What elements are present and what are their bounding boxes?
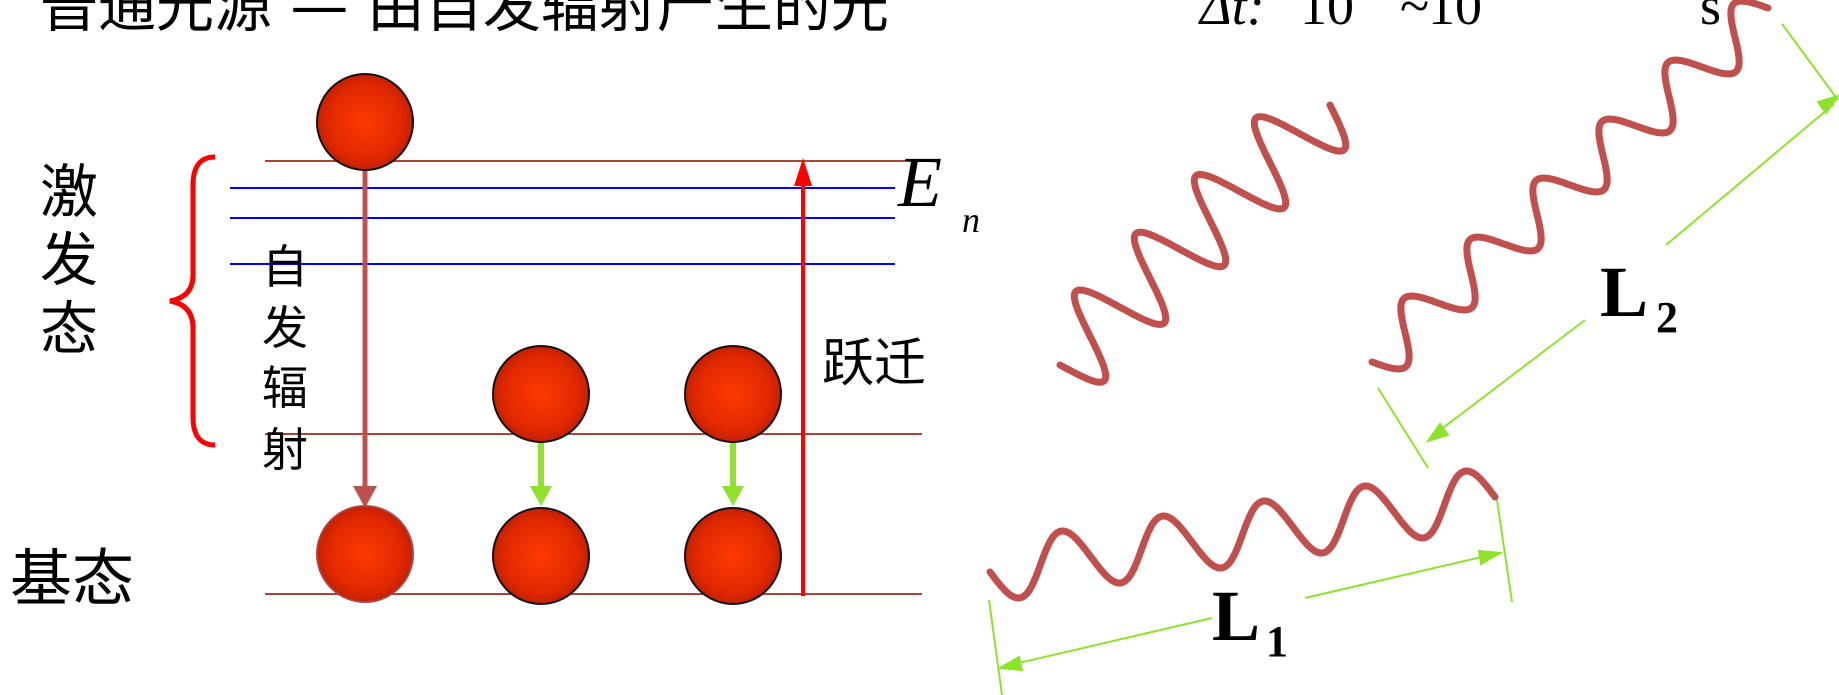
- wave-packet-short: [1056, 101, 1350, 386]
- wave-packet-l2: [1368, 0, 1772, 373]
- l2-subscript: 2: [1656, 293, 1678, 342]
- spont-char-2: 发: [262, 301, 308, 355]
- spont-char-3: 辐: [262, 361, 308, 415]
- excited-state-label: 激 发 态: [40, 158, 98, 363]
- wave-packets: [986, 0, 1772, 602]
- header-title: 普通光源 — 由自发辐射产生的光: [40, 0, 889, 40]
- energy-symbol: E: [897, 142, 942, 222]
- excited-brace: [169, 154, 216, 448]
- excited-char-3: 态: [40, 295, 98, 363]
- wave-packet-l1: [986, 467, 1499, 602]
- spontaneous-emission-label: 自 发 辐 射: [262, 240, 308, 477]
- energy-subscript: n: [962, 200, 980, 240]
- range-tilde: ~: [1400, 0, 1429, 36]
- green-arrow-2: [722, 440, 744, 506]
- range-hi-base: 10: [1428, 0, 1482, 36]
- atom-top: [316, 73, 414, 171]
- range-lo-base: 10: [1300, 0, 1354, 36]
- atom-middle-2: [684, 345, 782, 443]
- atom-ground-1: [316, 505, 414, 603]
- l1-label: L: [1212, 576, 1260, 656]
- spont-char-4: 射: [262, 423, 308, 477]
- dimension-l2: [1377, 23, 1839, 469]
- ground-state-label: 基态: [10, 542, 134, 615]
- green-arrow-1: [530, 440, 552, 506]
- atom-middle-1: [492, 345, 590, 443]
- spont-char-1: 自: [262, 240, 308, 294]
- range-lo-exp: -9: [1356, 0, 1384, 6]
- time-unit: s: [1700, 0, 1721, 36]
- atoms: [316, 73, 782, 605]
- transition-arrow: [794, 158, 812, 596]
- atom-ground-3: [684, 507, 782, 605]
- l2-label: L: [1600, 252, 1648, 332]
- spontaneous-arrow: [353, 165, 377, 508]
- header: 普通光源 — 由自发辐射产生的光 Δt: 10 -9 ~ 10 -8 s: [40, 0, 1721, 40]
- delta-t-label: Δt:: [1198, 0, 1265, 36]
- atom-ground-2: [492, 507, 590, 605]
- transition-label: 跃迁: [822, 334, 926, 394]
- excited-char-2: 发: [40, 226, 98, 294]
- dimension-l1: [988, 499, 1513, 695]
- l1-subscript: 1: [1266, 617, 1288, 666]
- range-hi-exp: -8: [1484, 0, 1512, 6]
- excited-char-1: 激: [40, 158, 98, 226]
